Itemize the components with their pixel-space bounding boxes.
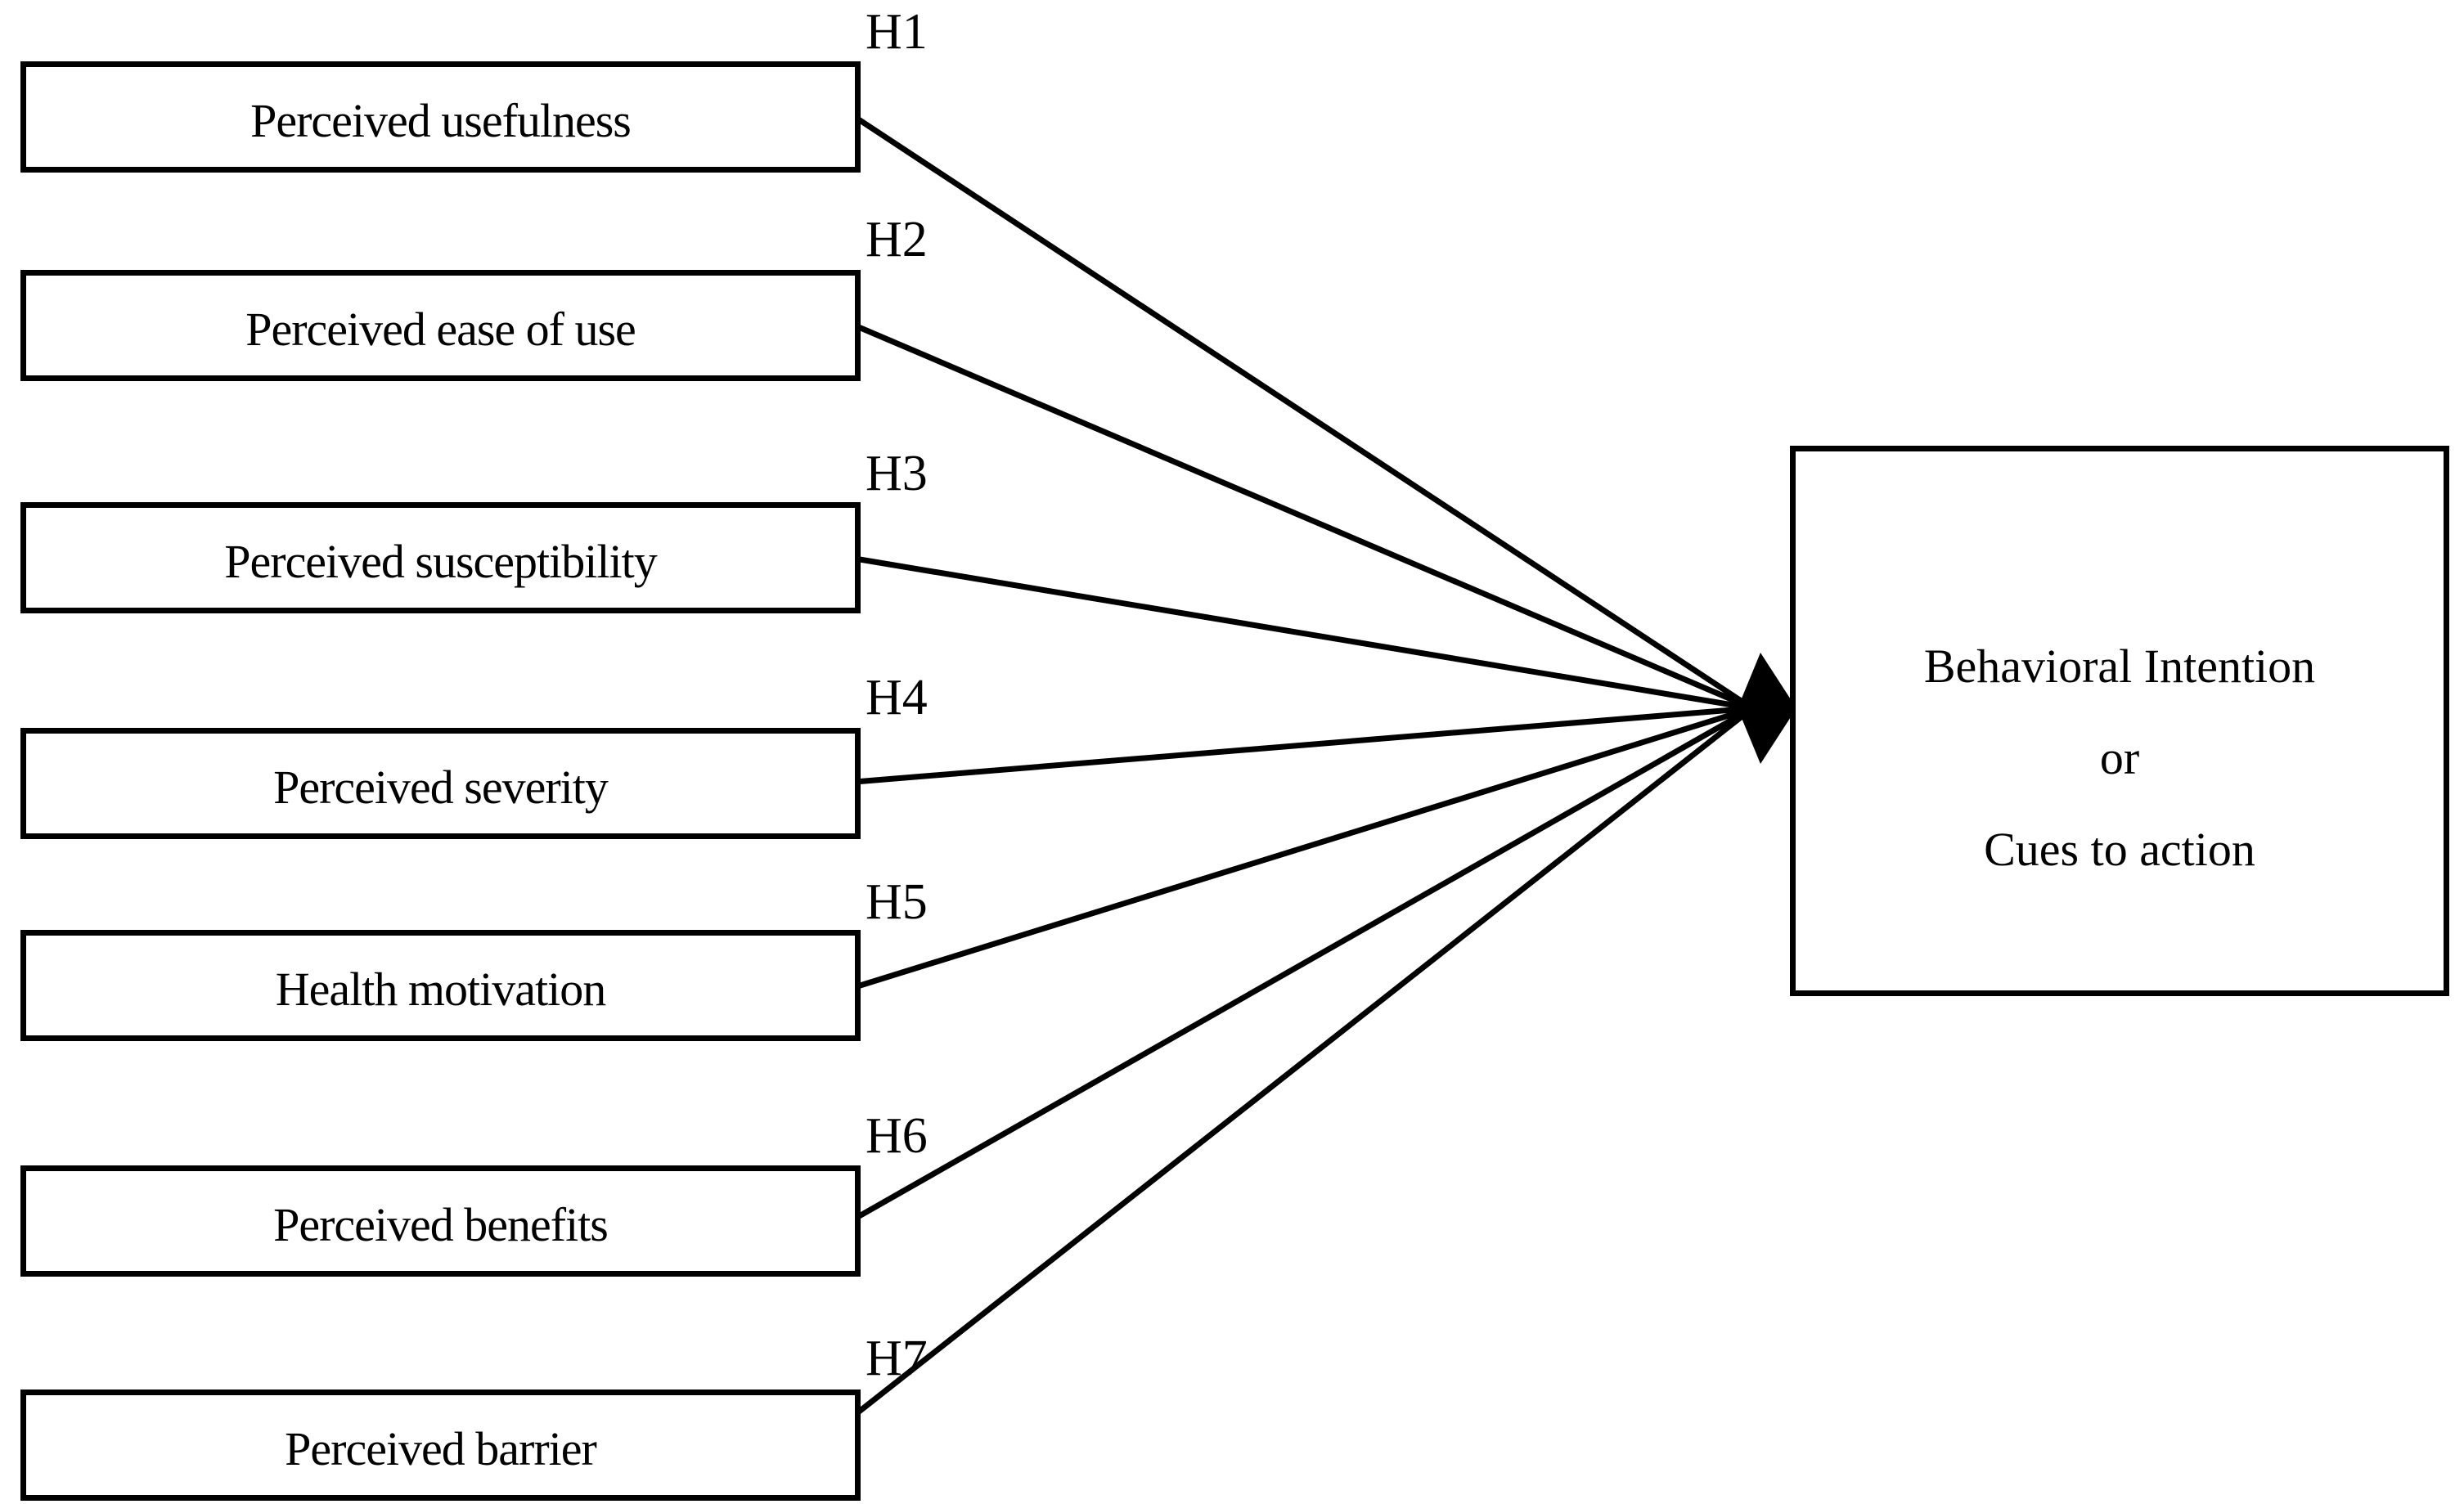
box-perceived-ease-of-use: Perceived ease of use <box>20 270 861 381</box>
outcome-line-2: or <box>2099 730 2140 784</box>
outcome-line-1: Behavioral Intention <box>1923 639 2316 693</box>
hypothesis-label-h3: H3 <box>866 446 928 501</box>
hypothesis-label-h6: H6 <box>866 1108 928 1164</box>
connector-h5 <box>853 705 1754 990</box>
connector-h3 <box>854 555 1753 712</box>
connector-h4 <box>854 705 1753 785</box>
box-perceived-benefits: Perceived benefits <box>20 1165 861 1277</box>
box-label: Perceived barrier <box>285 1421 597 1475</box>
box-perceived-susceptibility: Perceived susceptibility <box>20 502 861 613</box>
hypothesis-label-h5: H5 <box>866 874 928 930</box>
hypothesis-label-h4: H4 <box>866 670 928 725</box>
connector-h1 <box>853 114 1754 711</box>
box-label: Perceived severity <box>273 760 609 814</box>
box-behavioral-intention: Behavioral Intention or Cues to action <box>1790 446 2449 996</box>
hypothesis-label-h7: H7 <box>866 1331 928 1386</box>
outcome-line-3: Cues to action <box>1984 822 2255 876</box>
box-label: Perceived susceptibility <box>224 534 657 588</box>
box-perceived-severity: Perceived severity <box>20 728 861 839</box>
box-label: Health motivation <box>275 962 606 1016</box>
hypothesis-label-h1: H1 <box>866 4 928 60</box>
connector-h6 <box>853 705 1754 1222</box>
box-health-motivation: Health motivation <box>20 930 861 1041</box>
box-label: Perceived usefulness <box>250 93 632 147</box>
connector-h2 <box>853 322 1754 712</box>
box-perceived-usefulness: Perceived usefulness <box>20 61 861 173</box>
connector-h7 <box>852 706 1755 1417</box>
box-perceived-barrier: Perceived barrier <box>20 1390 861 1501</box>
box-label: Perceived benefits <box>273 1197 609 1251</box>
box-label: Perceived ease of use <box>245 302 636 356</box>
hypothesis-label-h2: H2 <box>866 212 928 267</box>
arrowhead-icon <box>1738 653 1796 764</box>
